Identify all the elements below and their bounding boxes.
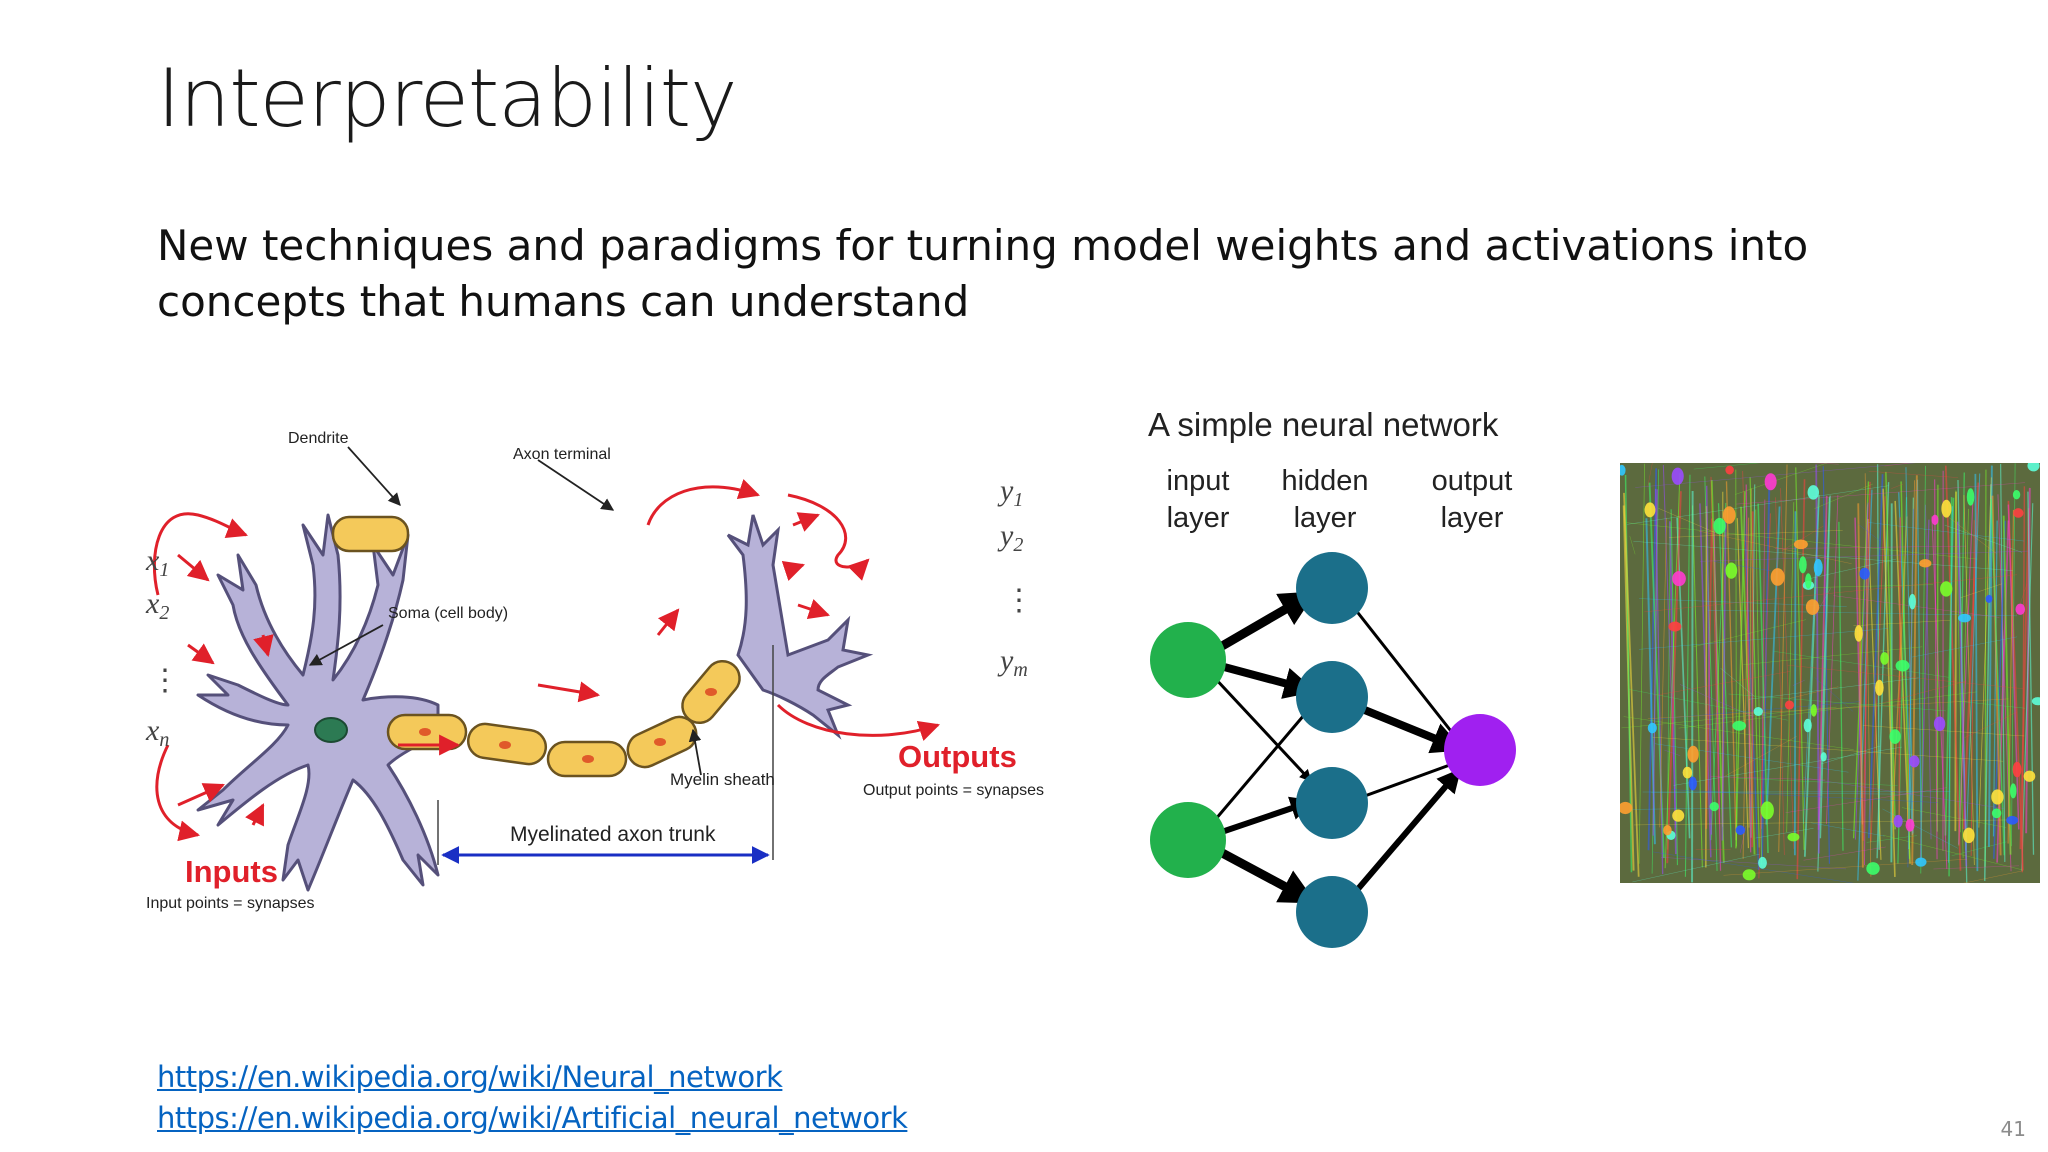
link-artificial-neural-network[interactable]: https://en.wikipedia.org/wiki/Artificial… bbox=[157, 1101, 908, 1135]
neuron-diagram: Dendrite Axon terminal Soma (cell body) … bbox=[145, 430, 1044, 912]
nn-label-hidden-2: layer bbox=[1294, 502, 1357, 534]
nn-connections bbox=[1195, 589, 1464, 912]
nn-label-output-2: layer bbox=[1441, 502, 1504, 534]
nn-output-node bbox=[1444, 714, 1516, 786]
nn-title: A simple neural network bbox=[1148, 410, 1499, 443]
nucleus bbox=[314, 717, 348, 743]
myelin-segments bbox=[331, 515, 410, 553]
nn-hidden-node bbox=[1296, 661, 1368, 733]
slide-subtitle: New techniques and paradigms for turning… bbox=[157, 221, 1809, 326]
neural-network-diagram: A simple neural network input layer hidd… bbox=[1148, 410, 1516, 948]
nn-label-input-2: layer bbox=[1167, 502, 1230, 534]
nn-hidden-node bbox=[1296, 876, 1368, 948]
link-neural-network[interactable]: https://en.wikipedia.org/wiki/Neural_net… bbox=[157, 1060, 783, 1094]
myelin-sheath-segments bbox=[386, 659, 741, 778]
nn-label-hidden-1: hidden bbox=[1281, 465, 1368, 497]
label-inputs: Inputs bbox=[185, 854, 278, 889]
label-trunk: Myelinated axon trunk bbox=[510, 823, 716, 846]
brainbow-neurons-image bbox=[1620, 463, 2040, 883]
var-x-ellipsis: ⋮ bbox=[150, 664, 180, 697]
var-xn: xn bbox=[145, 714, 169, 751]
label-inputs-sub: Input points = synapses bbox=[146, 895, 315, 912]
nn-label-output-1: output bbox=[1432, 465, 1513, 497]
page-number: 41 bbox=[2000, 1117, 2026, 1141]
dendrites bbox=[196, 513, 440, 892]
slide-title: Interpretability bbox=[157, 52, 737, 145]
label-soma: Soma (cell body) bbox=[388, 605, 508, 622]
label-outputs-sub: Output points = synapses bbox=[863, 782, 1044, 799]
label-outputs: Outputs bbox=[898, 739, 1017, 774]
label-myelin: Myelin sheath bbox=[670, 770, 775, 789]
nn-hidden-node bbox=[1296, 767, 1368, 839]
var-x2: x2 bbox=[145, 587, 169, 624]
label-axon-terminal: Axon terminal bbox=[513, 446, 611, 463]
axon-terminal-shape bbox=[726, 514, 874, 740]
reference-links: https://en.wikipedia.org/wiki/Neural_net… bbox=[157, 1057, 908, 1139]
neuron-fibers bbox=[1620, 463, 2040, 883]
label-dendrite: Dendrite bbox=[288, 430, 349, 447]
signal-arrows bbox=[152, 479, 940, 842]
var-ym: ym bbox=[997, 644, 1028, 681]
nn-label-input-1: input bbox=[1167, 465, 1230, 497]
nn-hidden-node bbox=[1296, 552, 1368, 624]
var-y-ellipsis: ⋮ bbox=[1004, 584, 1034, 617]
var-y1: y1 bbox=[997, 474, 1023, 511]
nn-input-node bbox=[1150, 622, 1226, 698]
var-x1: x1 bbox=[145, 544, 169, 581]
nn-input-node bbox=[1150, 802, 1226, 878]
var-y2: y2 bbox=[997, 519, 1023, 556]
